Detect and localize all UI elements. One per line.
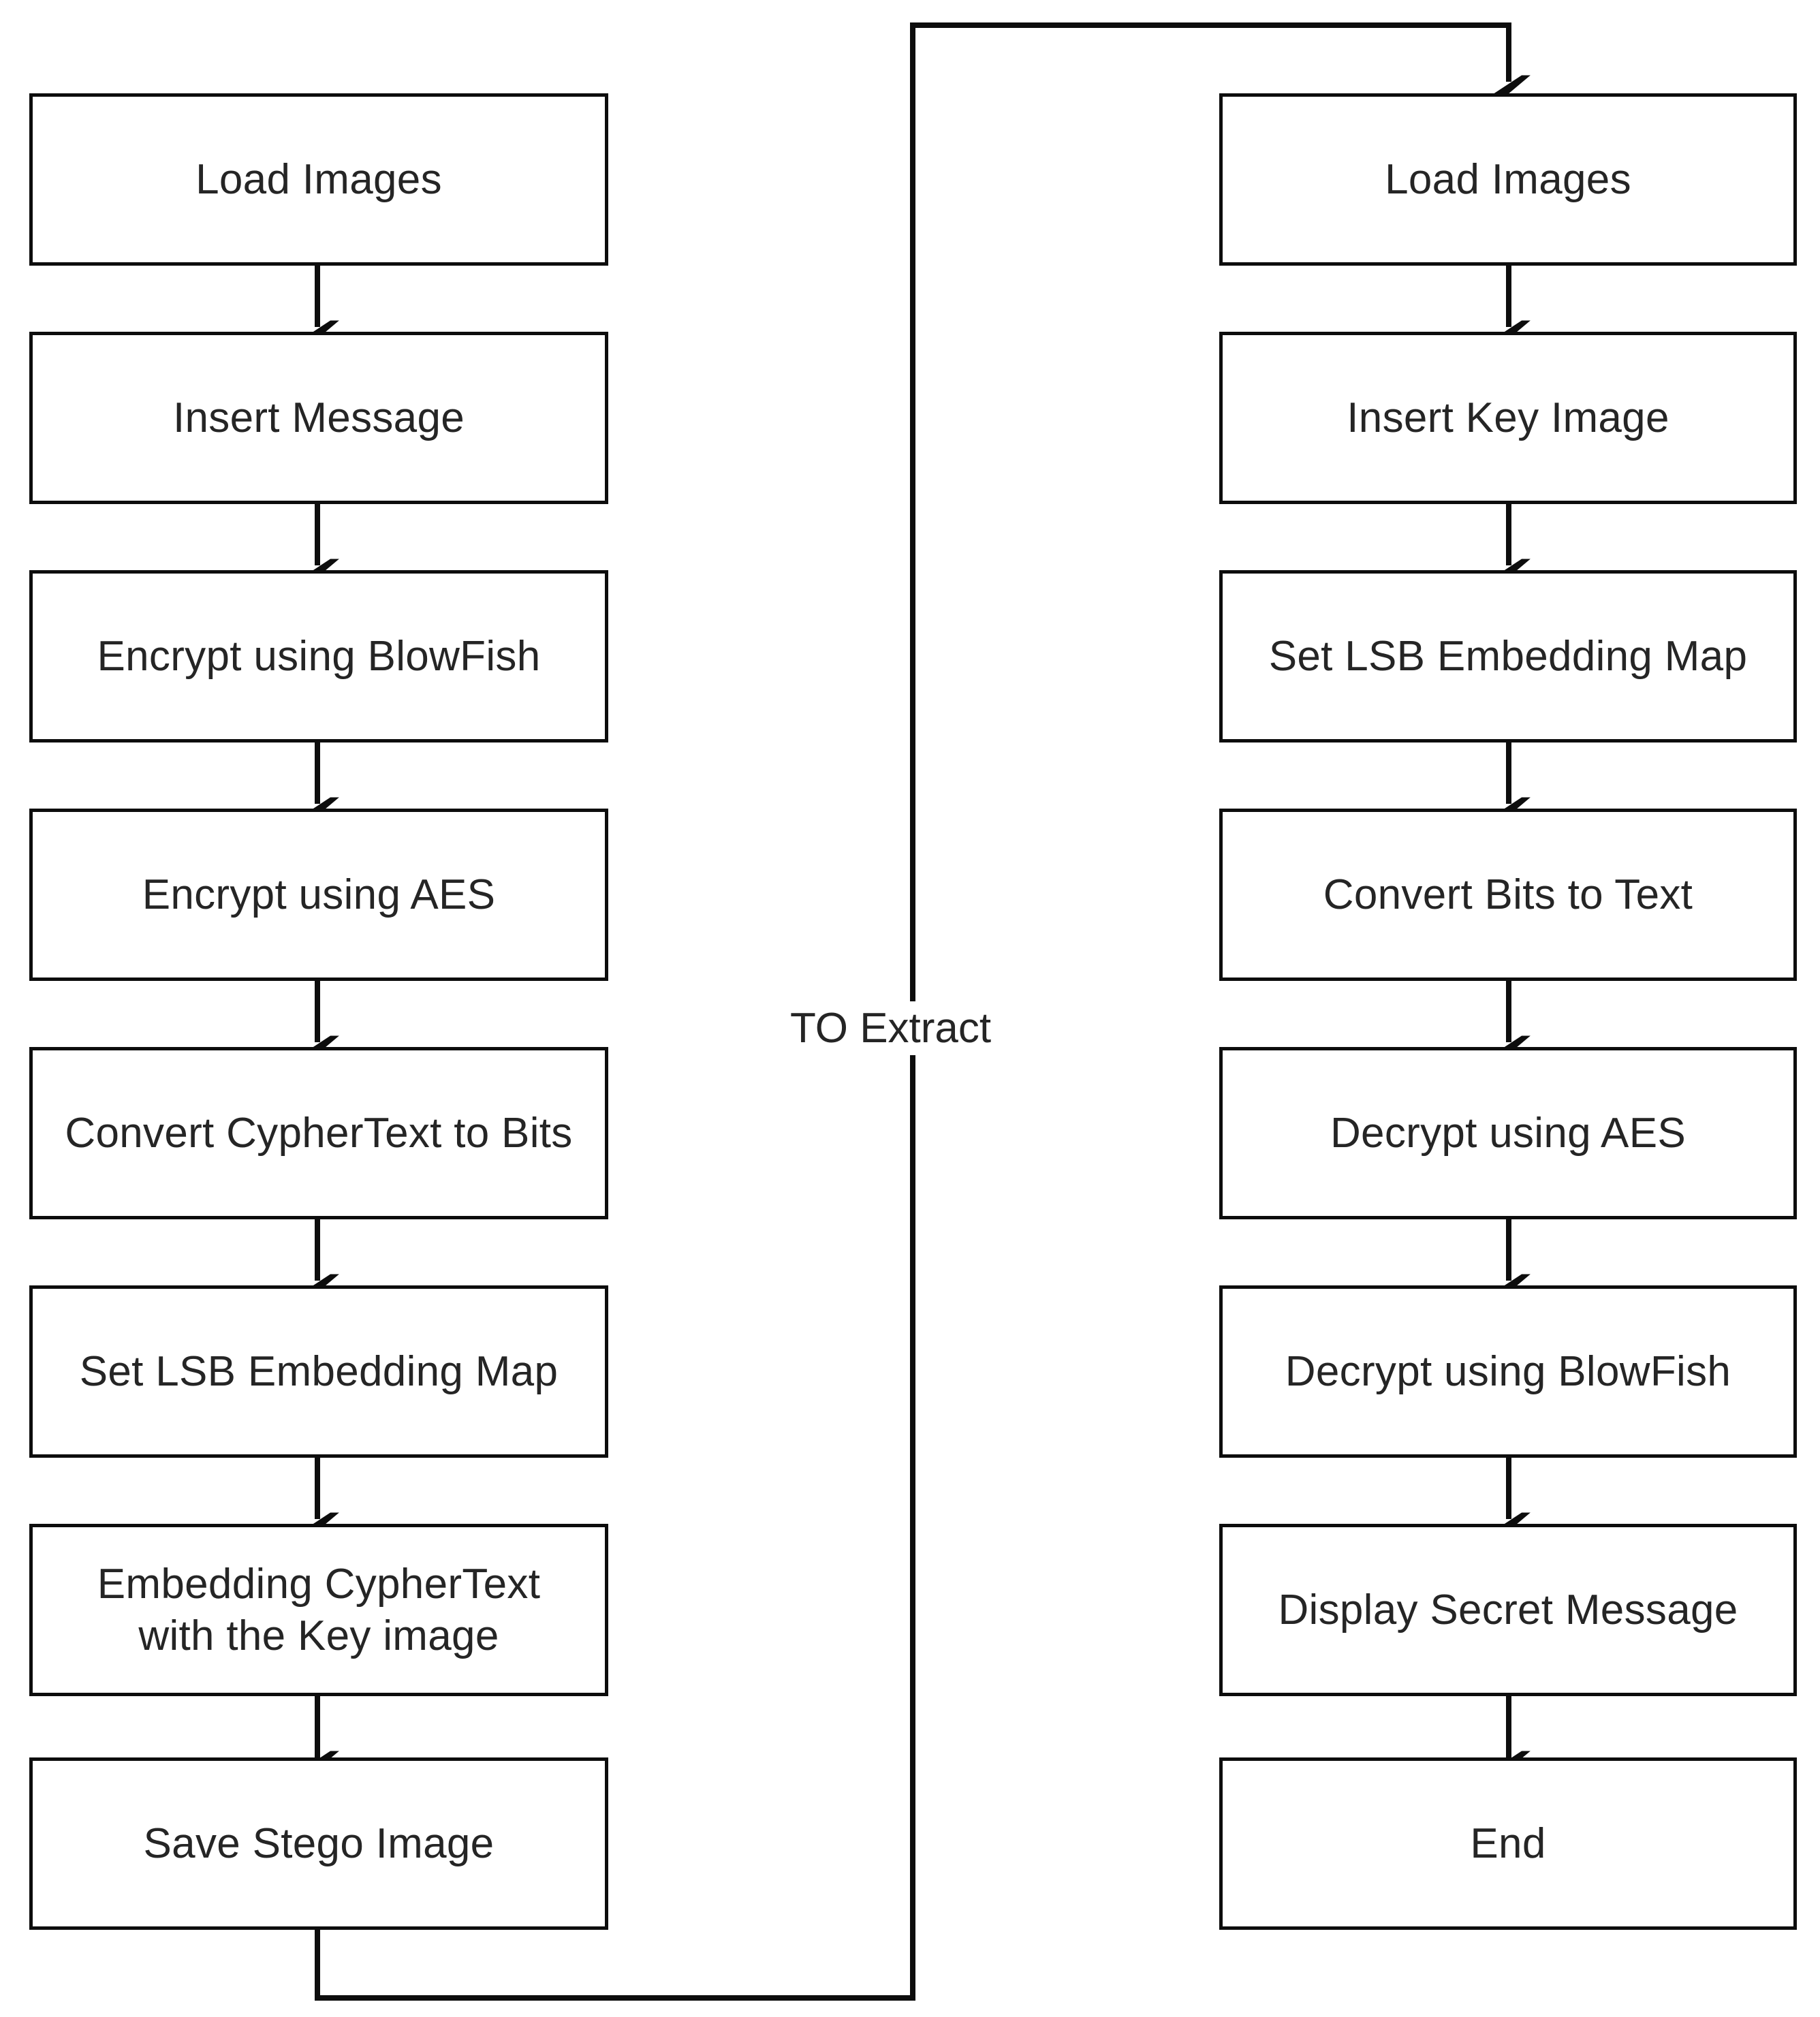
node-embed-convert-to-bits[interactable]: Convert CypherText to Bits: [29, 1047, 608, 1219]
node-label: End: [1470, 1819, 1546, 1867]
node-label: Display Secret Message: [1278, 1586, 1738, 1633]
node-label: Encrypt using AES: [142, 871, 496, 918]
node-label: Load Images: [195, 155, 442, 203]
node-label: Convert CypherText to Bits: [65, 1109, 573, 1157]
node-embed-set-lsb-map[interactable]: Set LSB Embedding Map: [29, 1285, 608, 1458]
node-label: Save Stego Image: [143, 1819, 495, 1867]
node-label: Load Images: [1385, 155, 1631, 203]
node-embed-save-stego[interactable]: Save Stego Image: [29, 1757, 608, 1930]
node-label: Encrypt using BlowFish: [97, 632, 541, 680]
node-label: Decrypt using BlowFish: [1285, 1347, 1731, 1395]
node-embed-load-images[interactable]: Load Images: [29, 93, 608, 266]
node-label: Insert Key Image: [1347, 394, 1669, 441]
node-label: Set LSB Embedding Map: [1268, 632, 1748, 680]
node-extract-set-lsb-map[interactable]: Set LSB Embedding Map: [1219, 570, 1797, 742]
node-extract-insert-key-image[interactable]: Insert Key Image: [1219, 332, 1797, 504]
connector-label-to-extract: TO Extract: [783, 1001, 999, 1055]
node-extract-load-images[interactable]: Load Images: [1219, 93, 1797, 266]
node-label: Convert Bits to Text: [1323, 871, 1693, 918]
node-extract-end[interactable]: End: [1219, 1757, 1797, 1930]
node-label: Set LSB Embedding Map: [79, 1347, 559, 1395]
node-label: Insert Message: [172, 394, 465, 441]
node-embed-encrypt-aes[interactable]: Encrypt using AES: [29, 809, 608, 981]
node-embed-embed-cyphertext[interactable]: Embedding CypherText with the Key image: [29, 1524, 608, 1696]
node-extract-display-message[interactable]: Display Secret Message: [1219, 1524, 1797, 1696]
node-extract-decrypt-blowfish[interactable]: Decrypt using BlowFish: [1219, 1285, 1797, 1458]
node-label: Embedding CypherText with the Key image: [97, 1560, 541, 1659]
node-label: Decrypt using AES: [1330, 1109, 1686, 1157]
node-extract-convert-to-text[interactable]: Convert Bits to Text: [1219, 809, 1797, 981]
node-extract-decrypt-aes[interactable]: Decrypt using AES: [1219, 1047, 1797, 1219]
node-embed-insert-message[interactable]: Insert Message: [29, 332, 608, 504]
node-embed-encrypt-blowfish[interactable]: Encrypt using BlowFish: [29, 570, 608, 742]
